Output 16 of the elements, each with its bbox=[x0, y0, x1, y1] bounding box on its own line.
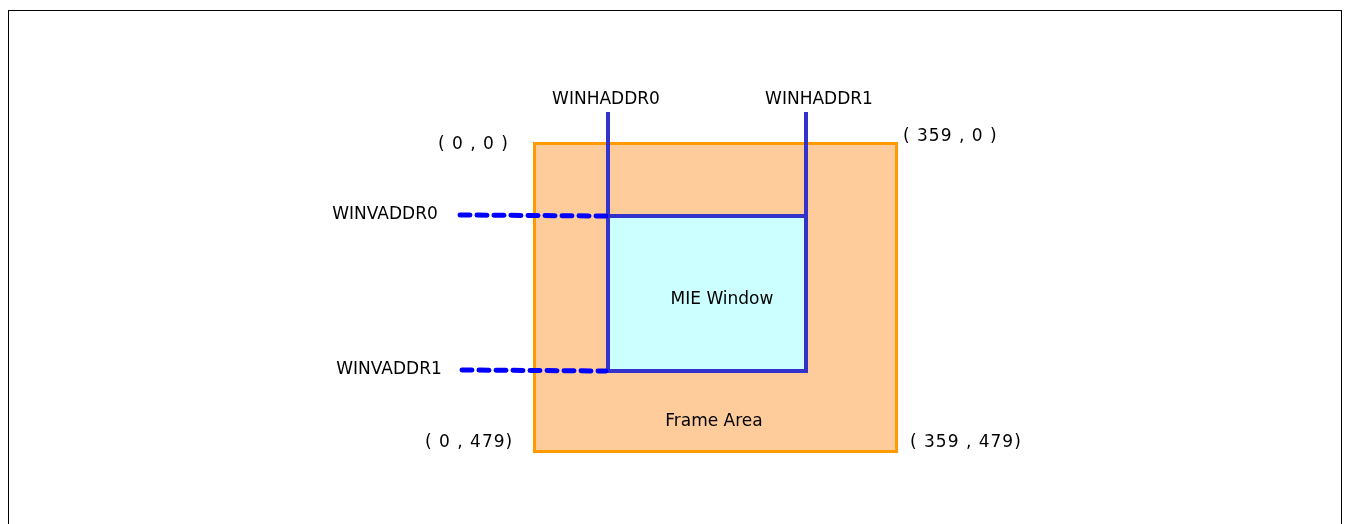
window-box bbox=[606, 214, 808, 373]
coordinate-label: ( 0 , 479) bbox=[425, 431, 514, 451]
coordinate-label: ( 0 , 0 ) bbox=[438, 133, 509, 153]
register-label: WINVADDR1 bbox=[324, 358, 454, 378]
leader-line bbox=[606, 112, 610, 214]
box-label: Frame Area bbox=[665, 410, 763, 430]
frame-area-box bbox=[533, 142, 898, 453]
leader-line bbox=[457, 212, 609, 219]
leader-line bbox=[804, 112, 808, 214]
register-label: WINVADDR0 bbox=[318, 203, 452, 223]
leader-line bbox=[459, 367, 609, 374]
register-label: WINHADDR0 bbox=[541, 88, 671, 108]
box-label: MIE Window bbox=[670, 288, 774, 308]
coordinate-label: ( 359 , 0 ) bbox=[903, 125, 998, 145]
register-label: WINHADDR1 bbox=[754, 88, 884, 108]
coordinate-label: ( 359 , 479) bbox=[910, 431, 1022, 451]
